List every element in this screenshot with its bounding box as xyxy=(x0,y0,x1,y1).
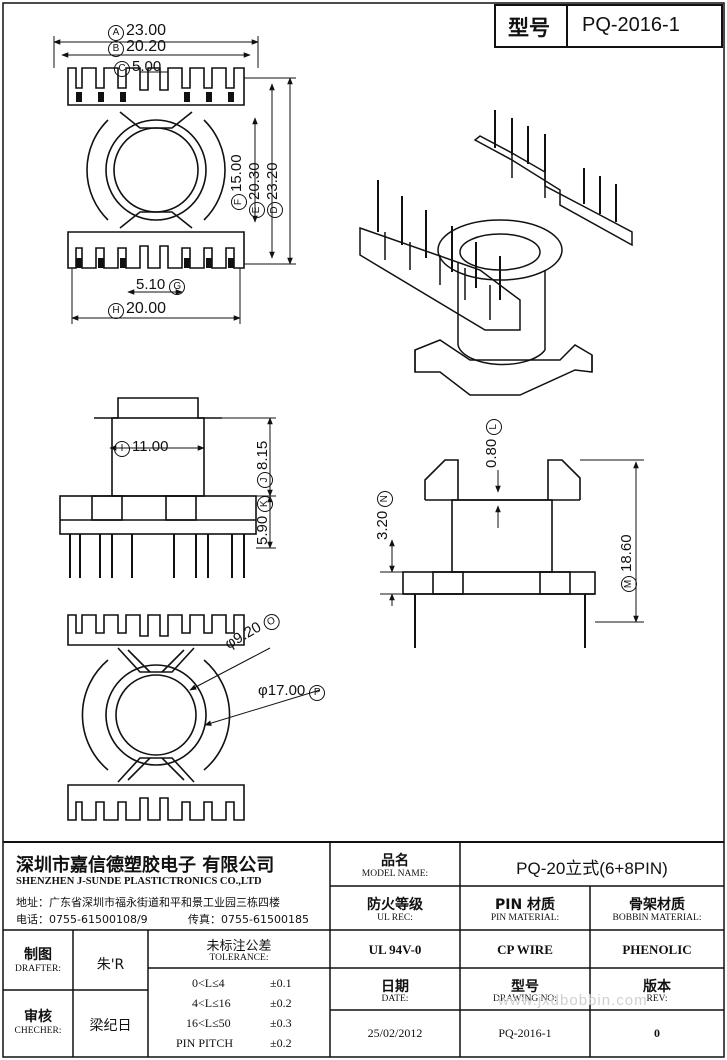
front-side-view xyxy=(59,397,276,578)
bobbin-material-cn: 骨架材质 xyxy=(629,897,685,913)
header-model-label: 型号 xyxy=(508,16,550,40)
dim-D: D23.20 xyxy=(264,162,283,218)
tolerance-range-1: 0<L≤4 xyxy=(192,976,225,990)
bottom-view xyxy=(67,614,321,821)
drafter-value: 朱'R xyxy=(96,957,125,973)
company-address: 地址：广东省深圳市福永街道和平和景工业园三栋四楼 xyxy=(16,896,280,909)
tolerance-range-3: 16<L≤50 xyxy=(186,1016,231,1030)
dim-J: J8.15 xyxy=(254,441,273,488)
pin-material-en: PIN MATERIAL: xyxy=(490,913,560,923)
dim-M: M18.60 xyxy=(618,534,637,592)
checker-en: CHECHER: xyxy=(14,1026,62,1036)
tolerance-range-4: PIN PITCH xyxy=(176,1036,234,1050)
drawing-no-cn: 型号 xyxy=(511,979,539,995)
pin-material-value: CP WIRE xyxy=(497,942,553,957)
dim-K: 5.90K xyxy=(254,495,273,545)
model-name-en: MODEL NAME: xyxy=(361,869,429,879)
header-model-value: PQ-2016-1 xyxy=(582,14,680,36)
ul-value: UL 94V-0 xyxy=(368,942,422,957)
checker-cn: 审核 xyxy=(24,1009,52,1025)
model-name-value: PQ-20立式(6+8PIN) xyxy=(516,859,668,878)
bobbin-material-en: BOBBIN MATERIAL: xyxy=(612,913,702,923)
ul-rec-cn: 防火等级 xyxy=(367,897,423,913)
tolerance-value-1: ±0.1 xyxy=(270,976,292,990)
checker-value: 梁纪日 xyxy=(89,1018,132,1034)
company-fax: 传真：0755-61500185 xyxy=(188,913,309,926)
company-name-en: SHENZHEN J-SUNDE PLASTICTRONICS CO.,LTD xyxy=(16,876,262,887)
rev-cn: 版本 xyxy=(643,979,671,995)
pin-material-cn: PIN 材质 xyxy=(494,897,556,913)
drafter-cn: 制图 xyxy=(24,947,52,963)
company-phone: 电话：0755-61500108/9 xyxy=(16,913,148,926)
drafter-en: DRAFTER: xyxy=(15,964,61,974)
dim-N: 3.20N xyxy=(374,490,393,540)
date-cn: 日期 xyxy=(381,979,409,995)
dim-L: 0.80L xyxy=(483,418,502,468)
tolerance-range-2: 4<L≤16 xyxy=(192,996,231,1010)
title-block xyxy=(3,841,724,1057)
right-side-view xyxy=(380,459,644,648)
tolerance-en: TOLERANCE: xyxy=(209,953,269,963)
model-name-cn: 品名 xyxy=(381,853,409,869)
tolerance-cn: 未标注公差 xyxy=(206,939,272,954)
top-view xyxy=(53,36,296,324)
tolerance-value-4: ±0.2 xyxy=(270,1036,292,1050)
tolerance-value-3: ±0.3 xyxy=(270,1016,292,1030)
bobbin-material-value: PHENOLIC xyxy=(622,942,692,957)
dim-F: F15.00 xyxy=(228,154,247,210)
date-en: DATE: xyxy=(381,994,409,1004)
header-model-box xyxy=(494,4,723,48)
rev-en: REV: xyxy=(646,994,668,1004)
drawing-no-en: DRAWING NO: xyxy=(493,994,557,1004)
tolerance-value-2: ±0.2 xyxy=(270,996,292,1010)
drawing-no-value: PQ-2016-1 xyxy=(498,1026,552,1040)
rev-value: 0 xyxy=(654,1026,660,1040)
isometric-view xyxy=(359,110,633,396)
date-value: 25/02/2012 xyxy=(367,1026,423,1040)
ul-rec-en: UL REC: xyxy=(377,913,413,923)
dim-E: E20.30 xyxy=(246,162,265,218)
watermark: www.jxdbobbin.com xyxy=(498,992,648,1009)
company-name-cn: 深圳市嘉信德塑胶电子 有限公司 xyxy=(16,855,275,876)
